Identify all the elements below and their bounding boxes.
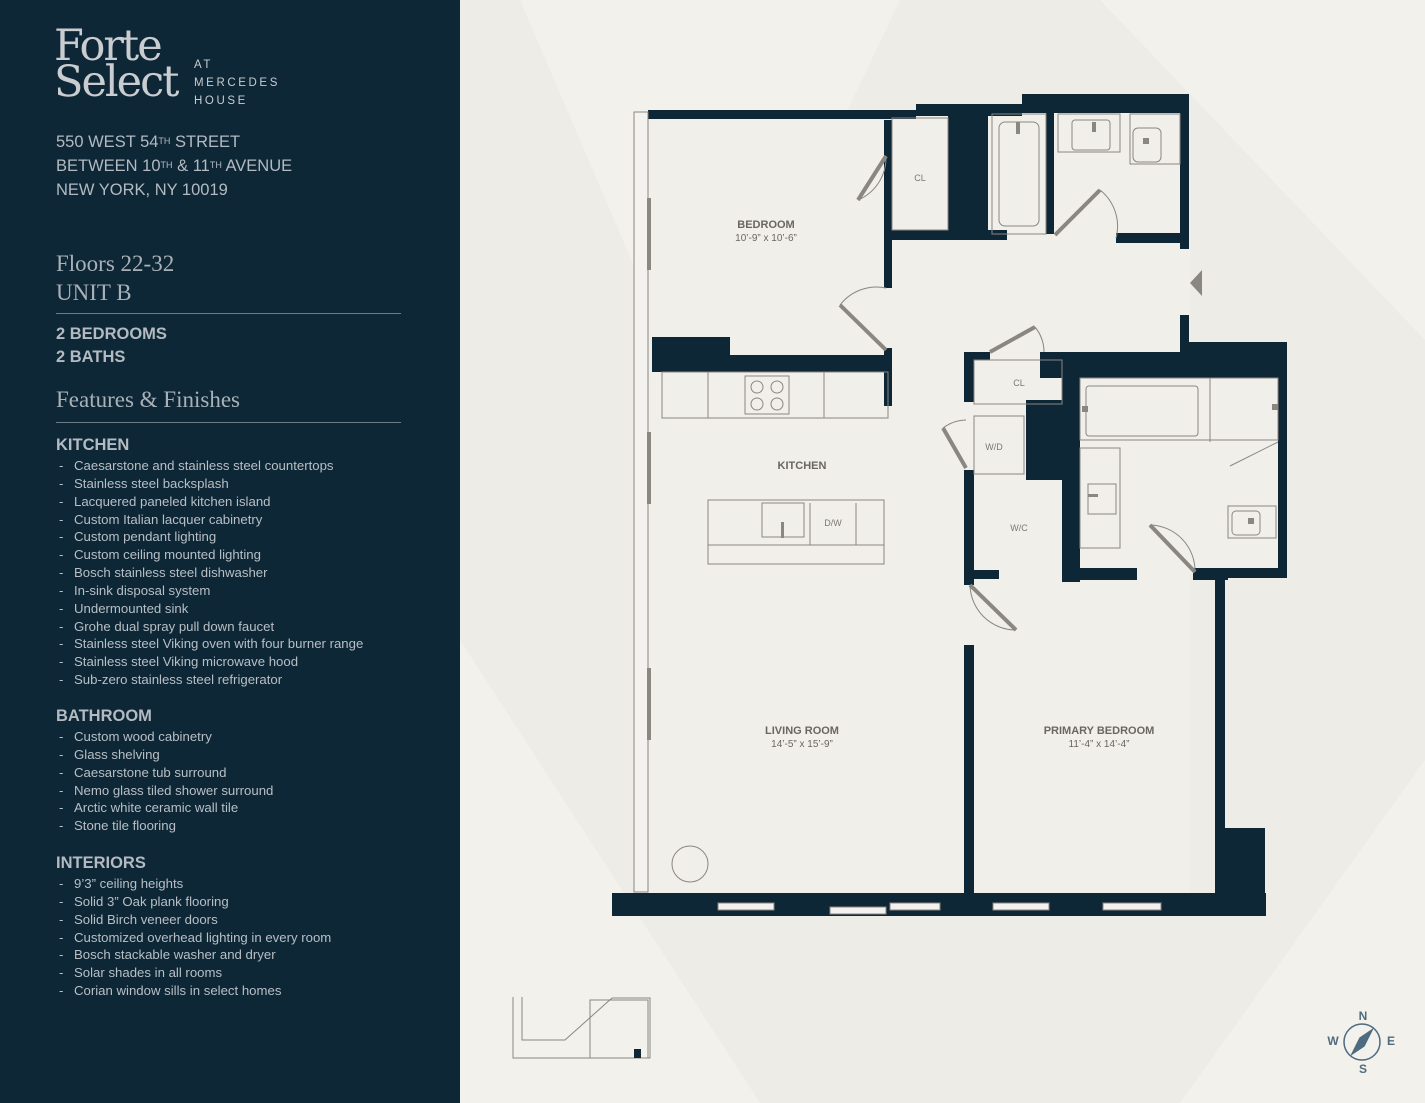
list-item: Caesarstone and stainless steel countert… bbox=[56, 457, 446, 475]
interiors-section: INTERIORS 9’3” ceiling heights Solid 3” … bbox=[56, 852, 446, 1000]
list-item: Grohe dual spray pull down faucet bbox=[56, 618, 446, 636]
room-label-living-room: LIVING ROOM bbox=[765, 725, 839, 737]
washer-dryer-label: W/D bbox=[985, 442, 1003, 452]
window-frames bbox=[647, 198, 651, 740]
list-item: Solid 3” Oak plank flooring bbox=[56, 893, 446, 911]
address-line-1: 550 WEST 54TH STREET bbox=[56, 133, 241, 151]
compass-west: W bbox=[1327, 1034, 1339, 1048]
features-title: Features & Finishes bbox=[56, 387, 240, 412]
list-item: Arctic white ceramic wall tile bbox=[56, 799, 446, 817]
list-item: Stone tile flooring bbox=[56, 817, 446, 835]
list-item: Custom wood cabinetry bbox=[56, 728, 446, 746]
list-item: Nemo glass tiled shower surround bbox=[56, 782, 446, 800]
logo-word-select: Select bbox=[54, 57, 179, 107]
list-item: 9’3” ceiling heights bbox=[56, 875, 446, 893]
floor-fill bbox=[638, 112, 1285, 912]
unit-name: UNIT B bbox=[56, 280, 132, 305]
list-item: In-sink disposal system bbox=[56, 582, 446, 600]
compass-east: E bbox=[1386, 1034, 1396, 1048]
list-item: Bosch stackable washer and dryer bbox=[56, 946, 446, 964]
section-title: INTERIORS bbox=[56, 854, 146, 872]
compass-icon bbox=[1343, 1023, 1381, 1061]
feature-list: Caesarstone and stainless steel countert… bbox=[56, 457, 446, 689]
section-title: BATHROOM bbox=[56, 707, 152, 725]
list-item: Custom Italian lacquer cabinetry bbox=[56, 511, 446, 529]
list-item: Caesarstone tub surround bbox=[56, 764, 446, 782]
brand-house: HOUSE bbox=[194, 95, 248, 107]
list-item: Custom pendant lighting bbox=[56, 528, 446, 546]
doors bbox=[838, 154, 1197, 632]
list-item: Bosch stainless steel dishwasher bbox=[56, 564, 446, 582]
list-item: Stainless steel backsplash bbox=[56, 475, 446, 493]
brand-mercedes: MERCEDES bbox=[194, 77, 280, 89]
logo-word-forte: Forte bbox=[54, 21, 163, 71]
walls bbox=[612, 94, 1287, 916]
list-item: Sub-zero stainless steel refrigerator bbox=[56, 671, 446, 689]
address-block: 550 WEST 54TH STREET BETWEEN 10TH & 11TH… bbox=[56, 130, 292, 202]
feature-list: 9’3” ceiling heights Solid 3” Oak plank … bbox=[56, 875, 446, 1000]
closet-label: CL bbox=[914, 173, 926, 183]
room-dims-bedroom: 10’-9” x 10’-6” bbox=[735, 233, 797, 244]
fixture-details bbox=[781, 122, 1278, 538]
door-swings bbox=[839, 155, 1196, 631]
address-line-2: BETWEEN 10TH & 11TH AVENUE bbox=[56, 157, 293, 175]
list-item: Corian window sills in select homes bbox=[56, 982, 446, 1000]
list-item: Solid Birch veneer doors bbox=[56, 911, 446, 929]
unit-counts: 2 BEDROOMS 2 BATHS bbox=[56, 323, 167, 369]
list-item: Glass shelving bbox=[56, 746, 446, 764]
room-dims-primary-bedroom: 11’-4” x 14’-4” bbox=[1068, 739, 1130, 750]
bathroom-section: BATHROOM Custom wood cabinetry Glass she… bbox=[56, 705, 446, 835]
floor-plan-area: BEDROOM 10’-9” x 10’-6” KITCHEN LIVING R… bbox=[460, 0, 1425, 1103]
brand-at: AT bbox=[194, 59, 214, 71]
closet-label: CL bbox=[1013, 378, 1025, 388]
list-item: Custom ceiling mounted lighting bbox=[56, 546, 446, 564]
section-title: KITCHEN bbox=[56, 436, 130, 454]
brand-subtitle: AT MERCEDES HOUSE bbox=[194, 56, 280, 110]
address-line-3: NEW YORK, NY 10019 bbox=[56, 181, 228, 199]
kitchen-section: KITCHEN Caesarstone and stainless steel … bbox=[56, 434, 446, 689]
list-item: Stainless steel Viking microwave hood bbox=[56, 653, 446, 671]
feature-list: Custom wood cabinetry Glass shelving Cae… bbox=[56, 728, 446, 835]
floor-plan-drawing bbox=[460, 0, 1425, 1103]
divider bbox=[56, 422, 401, 423]
bath-count: 2 BATHS bbox=[56, 348, 126, 366]
room-label-kitchen: KITCHEN bbox=[777, 460, 827, 472]
divider bbox=[56, 313, 401, 314]
unit-heading: Floors 22-32 UNIT B bbox=[56, 249, 174, 307]
brand-logo: Forte Select AT MERCEDES HOUSE bbox=[54, 21, 277, 108]
room-label-bedroom: BEDROOM bbox=[737, 219, 795, 231]
compass-south: S bbox=[1358, 1062, 1368, 1076]
list-item: Customized overhead lighting in every ro… bbox=[56, 929, 446, 947]
walk-in-closet-label: W/C bbox=[1010, 523, 1028, 533]
list-item: Lacquered paneled kitchen island bbox=[56, 493, 446, 511]
dishwasher-label: D/W bbox=[824, 518, 842, 528]
list-item: Undermounted sink bbox=[56, 600, 446, 618]
compass-north: N bbox=[1358, 1009, 1368, 1023]
info-sidebar: Forte Select AT MERCEDES HOUSE 550 WEST … bbox=[0, 0, 460, 1103]
room-label-primary-bedroom: PRIMARY BEDROOM bbox=[1043, 725, 1155, 737]
list-item: Stainless steel Viking oven with four bu… bbox=[56, 635, 446, 653]
key-plan-unit-marker bbox=[634, 1049, 641, 1058]
bedroom-count: 2 BEDROOMS bbox=[56, 325, 167, 343]
room-dims-living-room: 14’-5” x 15’-9” bbox=[771, 739, 833, 750]
floors-range: Floors 22-32 bbox=[56, 251, 175, 276]
list-item: Solar shades in all rooms bbox=[56, 964, 446, 982]
